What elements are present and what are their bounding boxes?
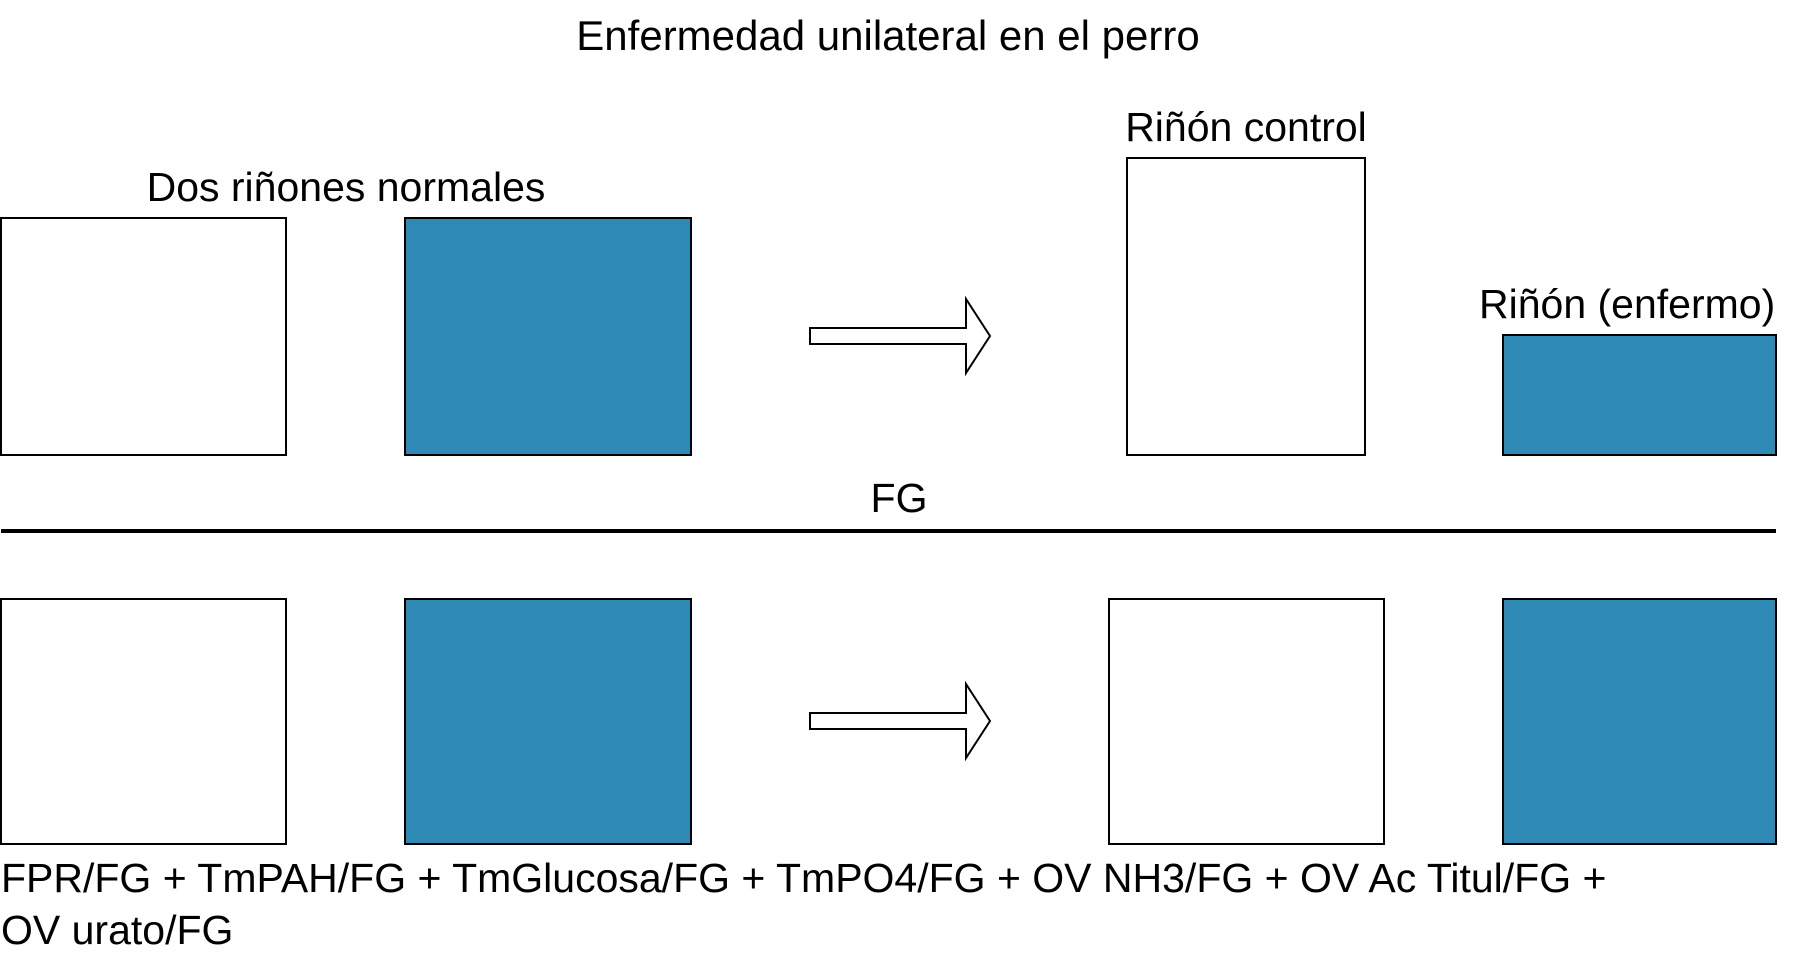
bottom-left-normal-kidney-blue [404, 598, 692, 845]
divider-label-fg: FG [871, 475, 928, 521]
label-control-kidney: Riñón control [1125, 104, 1367, 150]
top-control-kidney-box [1126, 157, 1366, 456]
label-diseased-kidney: Riñón (enfermo) [1479, 281, 1775, 327]
top-left-normal-kidney-blue [404, 217, 692, 456]
label-two-normal-kidneys: Dos riñones normales [147, 164, 546, 210]
bottom-control-kidney-box [1108, 598, 1385, 845]
bottom-left-normal-kidney-white [0, 598, 287, 845]
top-transition-arrow [809, 295, 992, 377]
footer-ratios-line-2: OV urato/FG [1, 907, 233, 953]
bottom-transition-arrow [809, 680, 992, 762]
footer-ratios-line-1: FPR/FG + TmPAH/FG + TmGlucosa/FG + TmPO4… [1, 855, 1606, 901]
top-diseased-kidney-box [1502, 334, 1777, 456]
diagram-title: Enfermedad unilateral en el perro [576, 12, 1199, 59]
top-left-normal-kidney-white [0, 217, 287, 456]
bottom-diseased-kidney-box [1502, 598, 1777, 845]
